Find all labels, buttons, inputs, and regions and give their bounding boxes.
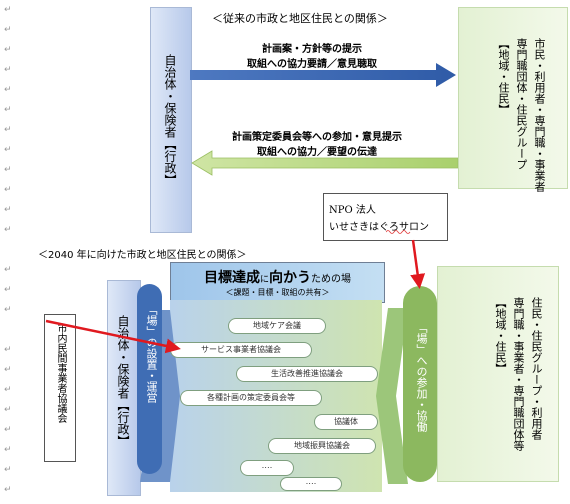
goal-title-main: 目標達成 [203,270,260,286]
bottom-community-label-2: 専門職・事業者・専門職団体等 [512,297,525,451]
side-note-label: 市内民間事業者協議会 [55,323,66,423]
top-section-title: ＜従来の市政と地区住民との関係＞ [212,12,388,25]
top-community-box: 市民・利用者・専門職・事業者 専門職団体・住民グループ 【地域・住民】 [458,7,568,192]
list-item: ‥‥ [240,460,294,476]
arrow-right [190,63,456,87]
top-community-label-2: 専門職団体・住民グループ [515,38,528,170]
bottom-community-label-1: 住民・住民グループ・利用者 [530,297,543,440]
side-note-box: 市内民間事業者協議会 [44,314,76,462]
list-item: ‥‥ [280,477,342,491]
list-item: 地域ケア会議 [228,318,326,334]
top-government-box: 自治体・保険者【行政】 [150,7,192,233]
arrow-left [191,150,458,176]
red-arrow-to-participation [410,239,426,289]
goal-subtitle: ＜課題・目標・取組の共有＞ [225,288,330,297]
npo-note-line1: NPO 法人 [329,205,376,216]
bottom-right-pill: 「場」への参加・協働 [403,286,437,482]
bottom-community-label-3: 【地域・住民】 [494,297,507,374]
bottom-left-pill: 「場」の設置・運営 [137,284,162,474]
list-item: 生活改善推進協議会 [236,366,378,382]
bottom-government-label: 自治体・保険者【行政】 [116,315,130,447]
npo-note-line2: いせさきはぐろサロン [329,222,429,233]
list-item: 地域振興協議会 [268,438,376,454]
list-item: サービス事業者協議会 [170,342,312,358]
bottom-community-box: 住民・住民グループ・利用者 専門職・事業者・専門職団体等 【地域・住民】 [437,266,559,482]
bottom-section-title: ＜2040 年に向けた市政と地区住民との関係＞ [38,250,247,261]
list-item: 協議体 [314,414,378,430]
red-arrow-to-service-council [45,319,181,354]
top-government-label: 自治体・保険者【行政】 [163,54,177,186]
top-community-label-1: 市民・利用者・専門職・事業者 [533,38,546,192]
bottom-government-box: 自治体・保険者【行政】 [107,280,141,496]
arrow-left-label: 計画策定委員会等への参加・意見提示 取組への協力／要望の伝達 [232,132,402,158]
arrow-right-label: 計画案・方針等の提示 取組への協力要請／意見聴取 [247,44,377,70]
npo-note-box: NPO 法人 いせさきはぐろサロン [323,193,448,241]
list-item: 各種計画の策定委員会等 [180,390,322,406]
bottom-right-pill-label: 「場」への参加・協働 [415,322,428,432]
bottom-left-pill-label: 「場」の設置・運営 [145,304,158,403]
spellcheck-underline [386,230,411,234]
top-community-label-3: 【地域・住民】 [497,38,510,115]
